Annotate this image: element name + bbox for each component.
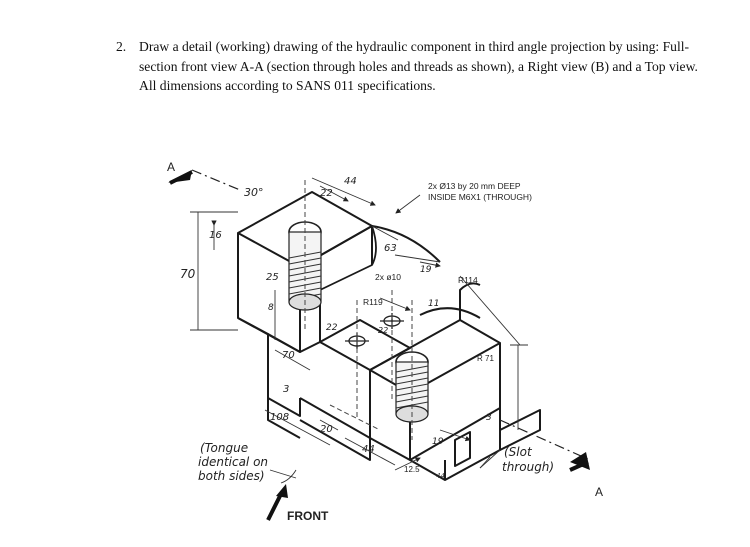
dim-22-top: 22 xyxy=(320,188,333,199)
dim-70-left: 70 xyxy=(180,267,196,281)
r119-label: R119 xyxy=(363,297,383,307)
dim-16: 16 xyxy=(209,230,222,241)
dim-3-right: 3 xyxy=(486,413,492,423)
question-number: 2. xyxy=(116,39,127,54)
question-block: 2. Draw a detail (working) drawing of th… xyxy=(116,37,716,96)
dim-3-left: 3 xyxy=(283,384,289,395)
dim-44-bottom: 44 xyxy=(362,444,375,455)
r114-label: R114 xyxy=(458,275,478,285)
d12-5-label: 12.5 xyxy=(404,465,420,474)
question-text: Draw a detail (working) drawing of the h… xyxy=(139,39,698,93)
bolt-right xyxy=(395,351,429,423)
section-label-bottom: A xyxy=(595,485,603,499)
hole-spec-line1: 2x Ø13 by 20 mm DEEP xyxy=(428,181,521,191)
front-label: FRONT xyxy=(287,509,329,523)
front-arrow-icon xyxy=(266,484,288,521)
r71-label: R 71 xyxy=(477,354,494,363)
two-holes-label: 2x ø10 xyxy=(375,272,401,282)
small-holes xyxy=(345,313,404,349)
tongue-note-3: both sides) xyxy=(198,469,265,483)
angle-30: 30° xyxy=(244,186,264,199)
dim-70-base: 70 xyxy=(282,350,295,361)
tongue-note-2: identical on xyxy=(198,455,268,469)
dim-19-bottom: 19 xyxy=(432,437,444,447)
hole-spec-line2: INSIDE M6X1 (THROUGH) xyxy=(428,192,532,202)
dim-8: 8 xyxy=(268,303,274,313)
dim-63: 63 xyxy=(384,243,397,254)
slot-note-2: through) xyxy=(502,460,554,474)
dim-44-top: 44 xyxy=(344,176,357,187)
dim-19-top: 19 xyxy=(420,265,432,275)
hidden-lines xyxy=(304,180,413,440)
dim-108: 108 xyxy=(270,412,289,423)
dim-22-hole: 22 xyxy=(378,326,388,335)
curved-face xyxy=(319,225,377,291)
dim-11: 11 xyxy=(428,299,439,309)
dim-20: 20 xyxy=(320,424,333,435)
slot-note-1: (Slot xyxy=(504,445,533,459)
dim-44-small: 44 xyxy=(436,472,445,480)
dim-22-mid: 22 xyxy=(326,323,338,333)
section-label-top: A xyxy=(167,160,175,174)
tongue-note-1: (Tongue xyxy=(200,441,248,455)
section-line xyxy=(168,169,591,472)
dimension-lines xyxy=(190,177,528,479)
dim-25: 25 xyxy=(266,272,279,283)
